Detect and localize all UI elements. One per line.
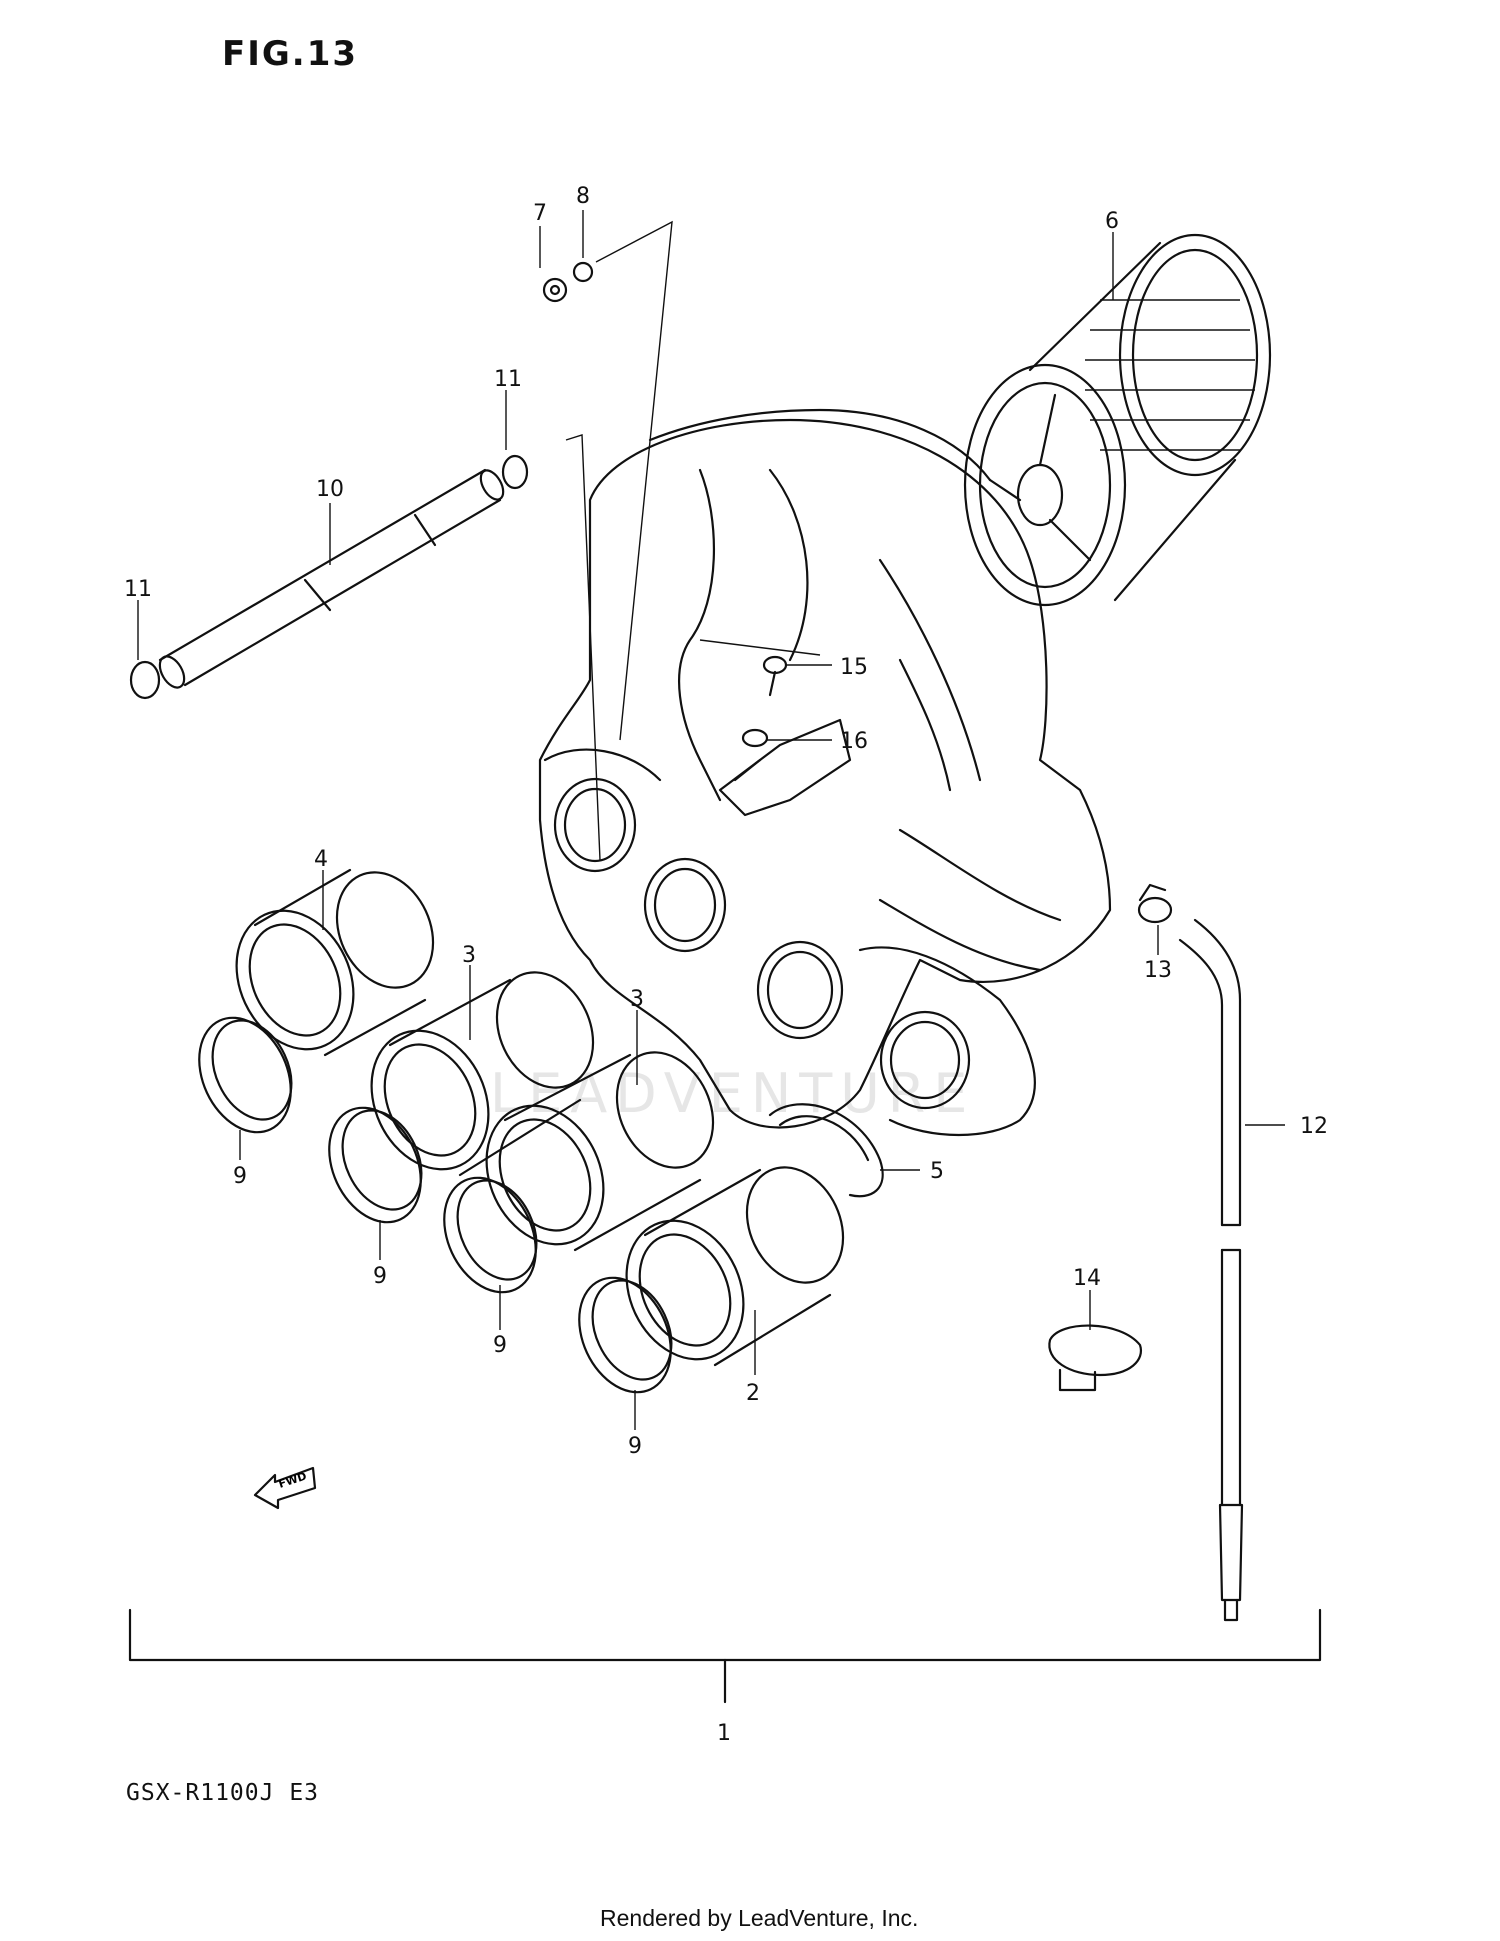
callout-9-d: 9 — [628, 1434, 642, 1459]
hose-10 — [158, 468, 505, 689]
callout-4: 4 — [314, 847, 328, 872]
callout-7: 7 — [533, 201, 547, 226]
watermark: LEADVENTURE — [490, 1062, 975, 1125]
clamp-13 — [1137, 883, 1173, 924]
callout-8: 8 — [576, 184, 590, 209]
callout-3-right: 3 — [630, 987, 644, 1012]
screw-15 — [762, 655, 788, 697]
washer-8 — [572, 261, 594, 283]
callout-5: 5 — [930, 1159, 944, 1184]
callout-9-c: 9 — [493, 1333, 507, 1358]
clamp-9-c — [443, 1176, 538, 1294]
callout-6: 6 — [1105, 209, 1119, 234]
clamp-11-top — [501, 454, 529, 490]
air-filter-element — [963, 233, 1272, 607]
callout-9-a: 9 — [233, 1164, 247, 1189]
figure-title: FIG.13 — [222, 34, 359, 74]
callout-14: 14 — [1073, 1266, 1101, 1291]
callout-11-bottom: 11 — [124, 577, 152, 602]
clamp-9-a — [198, 1016, 293, 1134]
callout-12: 12 — [1300, 1114, 1328, 1139]
clamp-9-b — [328, 1106, 423, 1224]
callout-3-left: 3 — [462, 943, 476, 968]
intake-boot-2 — [625, 1166, 845, 1367]
callout-2: 2 — [746, 1381, 760, 1406]
model-label: GSX-R1100J E3 — [126, 1780, 320, 1806]
intake-boot-3-right — [485, 1051, 715, 1252]
callout-16: 16 — [840, 729, 868, 754]
nut-7 — [542, 277, 568, 303]
fastener-16 — [741, 728, 769, 748]
fwd-arrow: FWD — [253, 1466, 317, 1510]
callout-10: 10 — [316, 477, 344, 502]
air-cleaner-housing — [538, 408, 1112, 1137]
callout-9-b: 9 — [373, 1264, 387, 1289]
clip-14 — [1048, 1324, 1143, 1392]
leader-lines — [128, 210, 1322, 1704]
drain-hose-12 — [1178, 918, 1244, 1622]
clamp-11-bottom — [129, 660, 161, 700]
callout-13: 13 — [1144, 958, 1172, 983]
callout-11-top: 11 — [494, 367, 522, 392]
footer-credit: Rendered by LeadVenture, Inc. — [600, 1905, 919, 1931]
fwd-label: FWD — [277, 1470, 308, 1491]
intake-boot-4 — [235, 868, 435, 1057]
callout-1: 1 — [717, 1721, 731, 1746]
clamp-9-d — [578, 1276, 673, 1394]
ring-5 — [768, 1103, 884, 1198]
callout-15: 15 — [840, 655, 868, 680]
